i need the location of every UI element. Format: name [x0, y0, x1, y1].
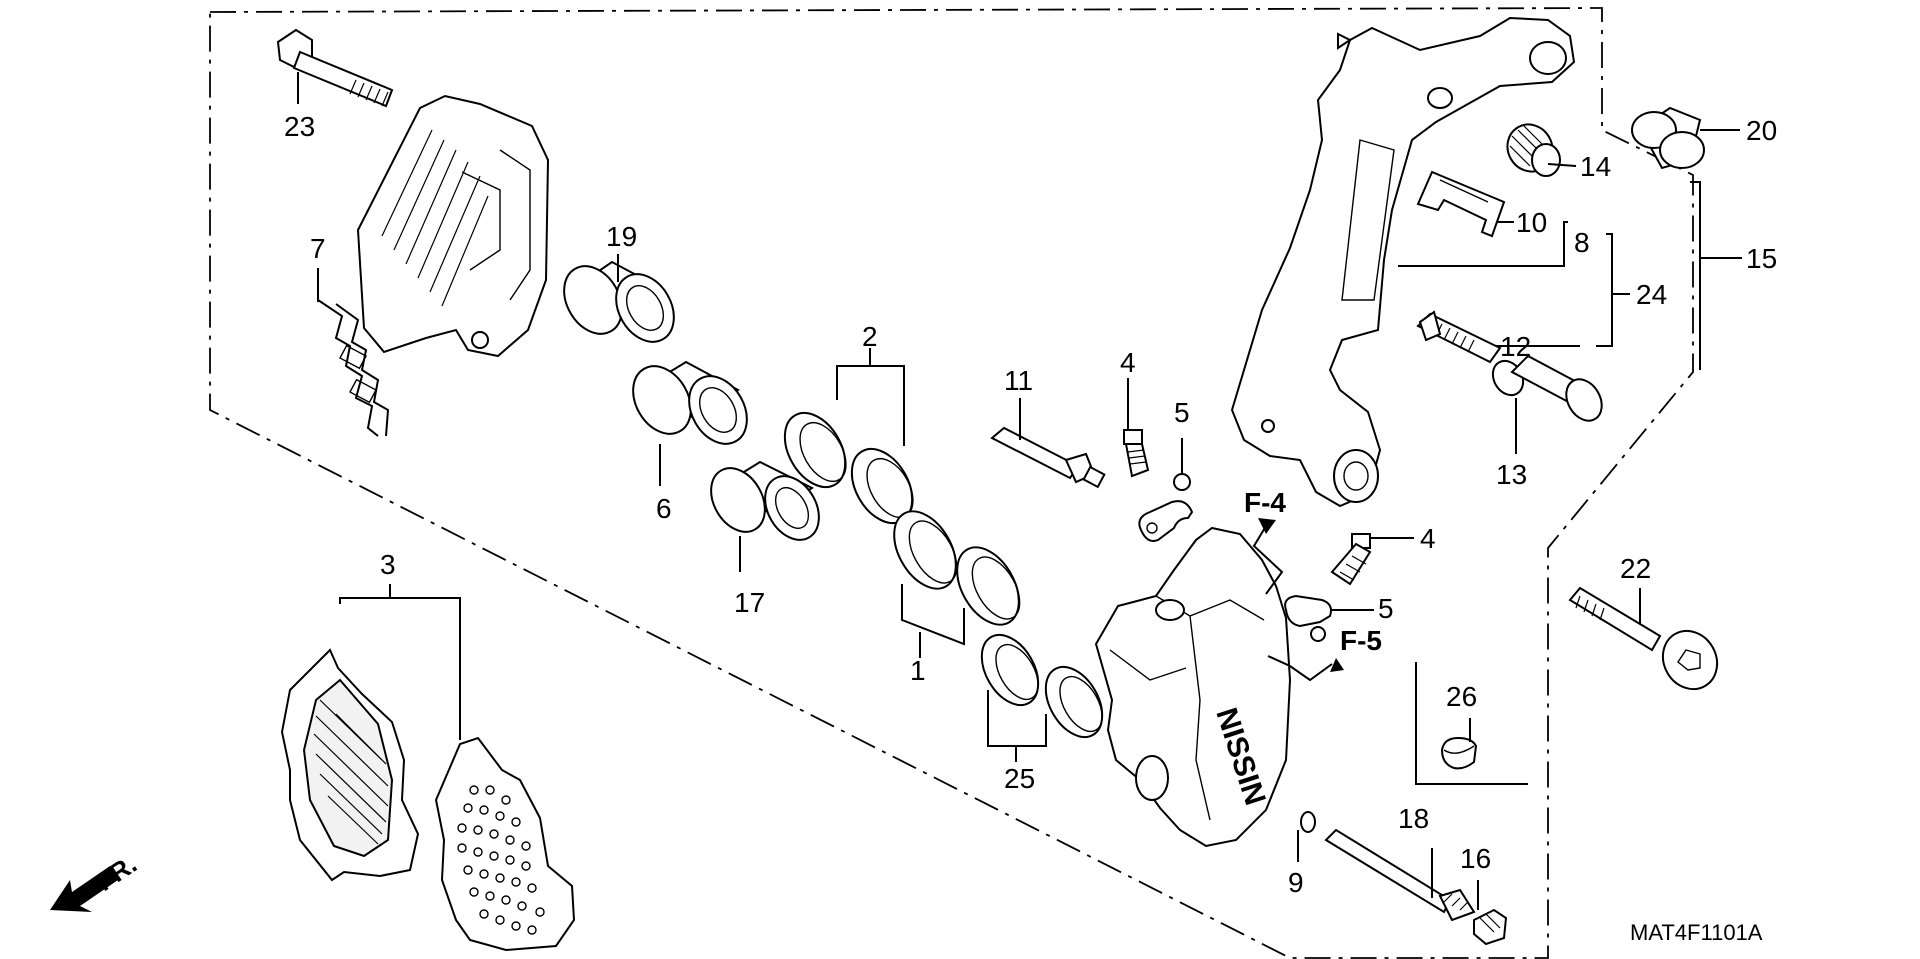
- callout-12: 12: [1500, 331, 1531, 362]
- callout-10: 10: [1516, 207, 1547, 238]
- callout-16: 16: [1460, 843, 1491, 874]
- callout-18: 18: [1398, 803, 1429, 834]
- bolt-23: [276, 28, 394, 108]
- brake-pad-3-right: [434, 736, 576, 952]
- leader-lines: [297, 72, 1742, 910]
- sleeve-6: [632, 360, 748, 445]
- clip-10: [1416, 170, 1506, 238]
- assembly-boundary: [209, 7, 1694, 959]
- callout-15: 15: [1746, 243, 1777, 274]
- bleeder-cap-5-upper: [1138, 473, 1194, 542]
- bleeder-cap-5-right: [1284, 594, 1332, 642]
- pin-13: [1491, 354, 1603, 422]
- ring-9: [1300, 811, 1316, 833]
- callout-4-right: 4: [1420, 523, 1436, 554]
- callout-20: 20: [1746, 115, 1777, 146]
- sleeve-19: [563, 260, 675, 343]
- ref-label-f4: F-4: [1244, 487, 1286, 518]
- callout-11: 11: [1004, 365, 1033, 396]
- bleeder-4-right: [1330, 533, 1372, 586]
- ref-arrow-f5: [1267, 655, 1344, 682]
- collar-20: [1631, 106, 1705, 170]
- callout-6: 6: [656, 493, 672, 524]
- callout-17: 17: [734, 587, 765, 618]
- callout-22: 22: [1620, 553, 1651, 584]
- sleeve-17: [710, 460, 820, 541]
- callout-19: 19: [606, 221, 637, 252]
- callout-8: 8: [1574, 227, 1590, 258]
- plug-26: [1415, 662, 1528, 785]
- callout-5-right: 5: [1378, 593, 1394, 624]
- bleeder-4-upper: [1123, 429, 1150, 478]
- callout-14: 14: [1580, 151, 1611, 182]
- seal-set-25: [980, 633, 1104, 739]
- pin-11: [990, 426, 1106, 489]
- callout-7: 7: [310, 233, 326, 264]
- callout-4-upper: 4: [1120, 347, 1136, 378]
- boot-14: [1506, 123, 1561, 177]
- ref-label-f5: F-5: [1340, 625, 1382, 656]
- pad-pin-18: [1324, 828, 1476, 922]
- caliper-bracket: [1230, 16, 1576, 508]
- seal-set-1: [893, 510, 1021, 626]
- callout-25: 25: [1004, 763, 1035, 794]
- callout-5-upper: 5: [1174, 397, 1190, 428]
- callout-26: 26: [1446, 681, 1477, 712]
- callout-9: 9: [1288, 867, 1304, 898]
- callout-1: 1: [910, 655, 926, 686]
- callout-2: 2: [862, 321, 878, 352]
- pin-12: [1416, 310, 1502, 364]
- diagram-code: MAT4F1101A: [1630, 920, 1763, 945]
- ref-arrow-f4: [1252, 518, 1284, 595]
- callout-13: 13: [1496, 459, 1527, 490]
- front-direction-arrow: [50, 866, 118, 912]
- callout-labels: 23 7 19 6 17 2 1 25 11 4 5 4 5 9 18 16 2…: [91, 111, 1778, 945]
- pad-spring-7: [317, 299, 390, 437]
- caliper-half-upper: [356, 94, 550, 358]
- callout-24: 24: [1636, 279, 1667, 310]
- callout-23: 23: [284, 111, 315, 142]
- brake-pad-3-left: [280, 648, 420, 882]
- plug-16: [1473, 908, 1508, 946]
- bolt-22: [1568, 586, 1719, 691]
- callout-3: 3: [380, 549, 396, 580]
- caliper-body: NISSIN: [1094, 526, 1292, 848]
